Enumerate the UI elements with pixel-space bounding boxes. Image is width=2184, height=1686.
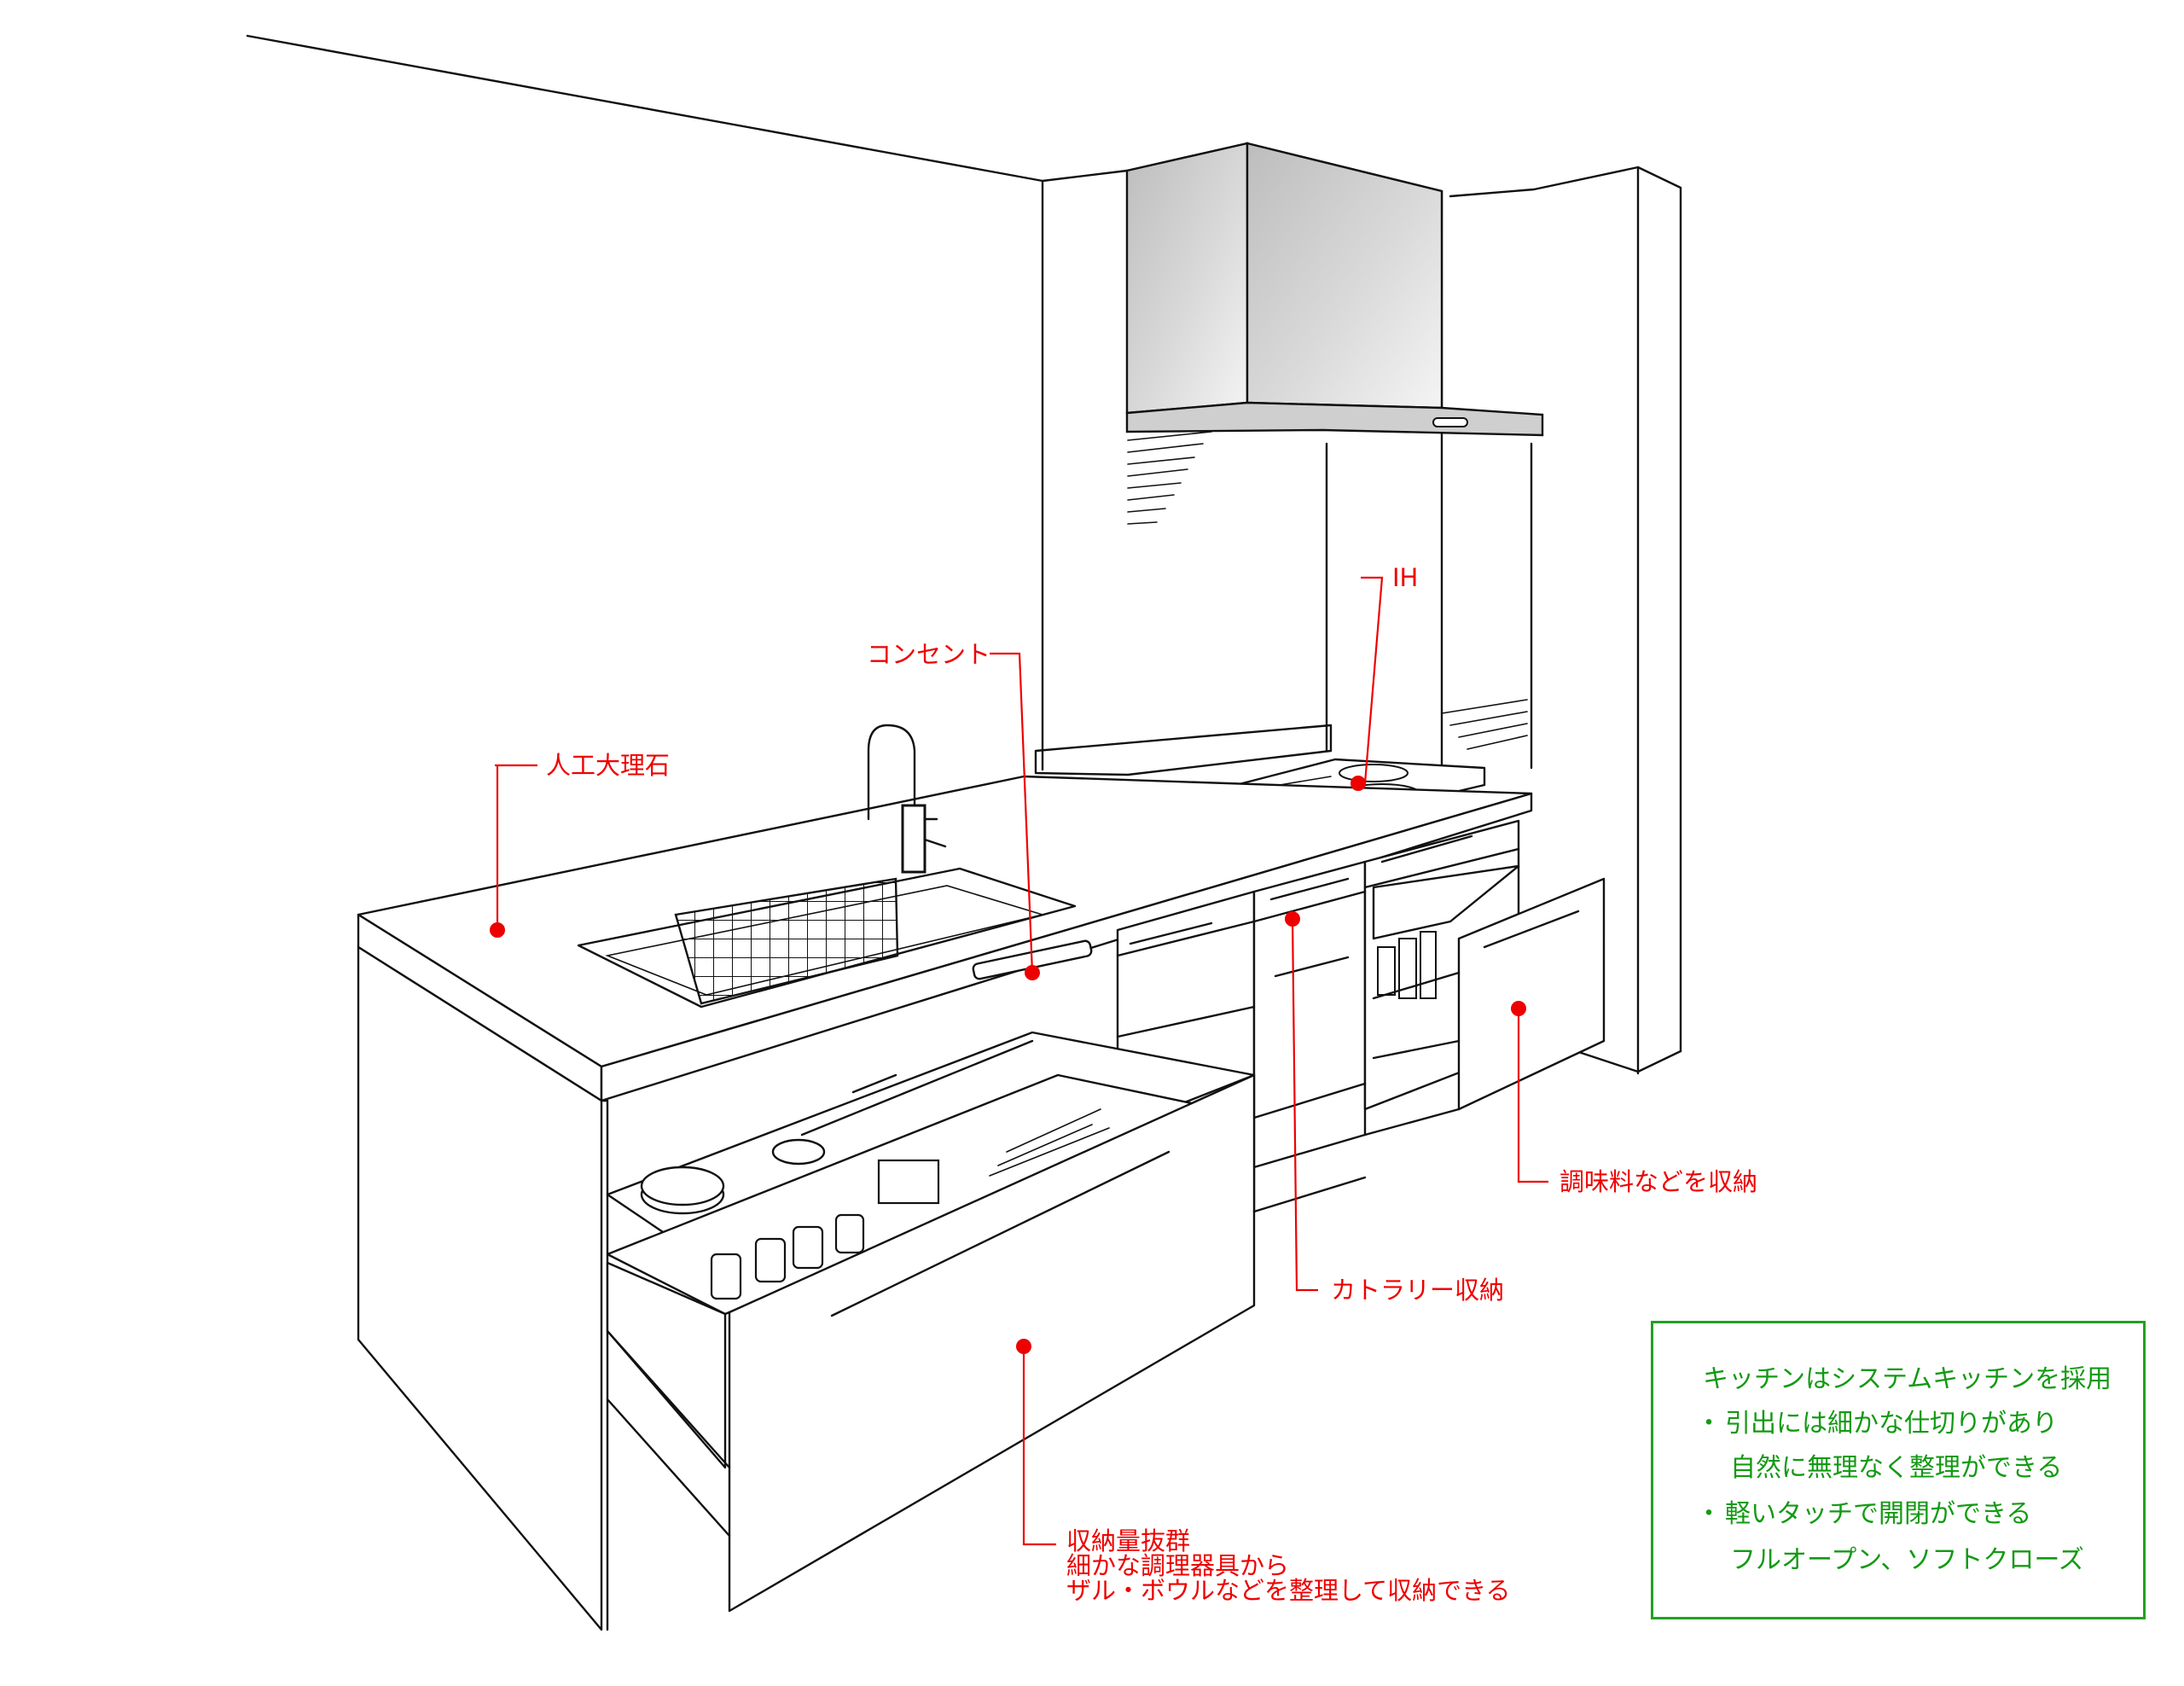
range-hood [1125, 142, 1544, 437]
notes-item2-line2: フルオープン、ソフトクローズ [1730, 1545, 2084, 1575]
label-countertop: 人工大理石 [546, 751, 671, 780]
side-panel [357, 945, 603, 1631]
dot-storage [1016, 1339, 1031, 1354]
label-outlet: コンセント [867, 640, 991, 669]
dot-seasoning [1511, 1001, 1526, 1016]
dot-countertop [490, 922, 505, 938]
label-ih: IH [1392, 563, 1419, 592]
tile-hatching [1127, 431, 1528, 750]
dot-outlet [1025, 965, 1040, 980]
dot-ih [1350, 776, 1366, 791]
dot-cutlery [1285, 911, 1300, 927]
label-storage-line2: 細かな調理器具から [1066, 1551, 1290, 1580]
notes-item1-line1: 引出には細かな仕切りがあり [1725, 1409, 2058, 1439]
notes-bullet-1: ・ [1696, 1409, 1722, 1439]
annotation-leaders [495, 576, 1548, 1546]
seasoning-drawer [1372, 864, 1606, 1111]
label-storage-line3: ザル・ボウルなどを整理して収納できる [1066, 1576, 1511, 1605]
notes-item2-line1: 軽いタッチで開閉ができる [1725, 1499, 2032, 1529]
annotation-dots [490, 776, 1526, 1354]
large-drawer [606, 1031, 1256, 1613]
notes-title: キッチンはシステムキッチンを採用 [1703, 1364, 2112, 1394]
label-seasoning: 調味料などを収納 [1560, 1167, 1758, 1196]
label-storage-line1: 収納量抜群 [1066, 1526, 1191, 1555]
sink [577, 867, 1077, 1009]
faucet [867, 724, 947, 874]
notes-item1-line2: 自然に無理なく整理ができる [1730, 1453, 2063, 1483]
notes-bullet-2: ・ [1696, 1499, 1722, 1529]
label-storage: 収納量抜群 細かな調理器具から ザル・ボウルなどを整理して収納できる [1066, 1529, 1511, 1603]
notes-box: キッチンはシステムキッチンを採用 ・ 引出には細かな仕切りがあり 自然に無理なく… [1651, 1321, 2146, 1619]
label-cutlery: カトラリー収納 [1331, 1276, 1505, 1305]
